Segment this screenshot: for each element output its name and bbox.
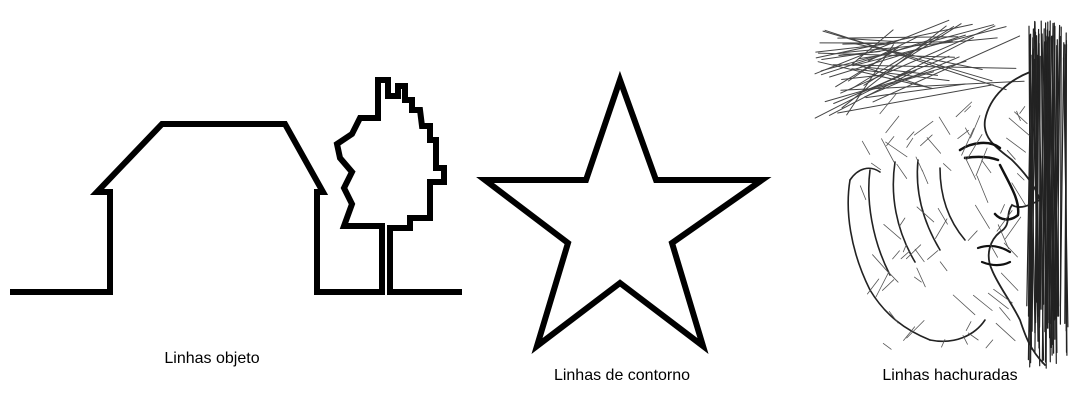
hatch-stroke [860,186,866,200]
hatch-stroke [903,244,906,251]
hatch-stroke [975,205,989,228]
hatch-stroke [922,170,928,184]
hatch-stroke [965,157,976,180]
hatch-stroke [917,268,926,287]
hatch-stroke [982,160,991,173]
hatch-stroke [938,208,947,224]
hair-strokes [815,20,1024,118]
hatch-stroke [943,164,951,171]
hatch-stroke [914,121,933,135]
hatch-stroke [966,322,971,331]
caption-object-lines: Linhas objeto [164,350,259,368]
hatch-stroke [996,323,1015,340]
hatch-stroke [973,295,992,310]
hatch-stroke [976,148,987,176]
caption-hatched-lines: Linhas hachuradas [882,367,1017,385]
hatch-stroke [958,130,969,138]
hatch-stroke [889,312,898,324]
nose [995,165,1018,219]
hatch-stroke [928,251,938,260]
hatch-stroke [921,135,933,146]
caption-contour-lines: Linhas de contorno [554,367,690,385]
hatch-stroke [968,333,978,340]
hatch-stroke [838,37,958,38]
hatch-stroke [968,231,977,241]
shadow-hatching [1027,21,1068,368]
hatch-stroke [886,142,907,157]
hatch-stroke [1001,205,1005,214]
hatch-stroke [1009,118,1029,135]
hatch-stroke [965,106,971,112]
hatch-stroke [977,176,988,202]
hatch-stroke [862,141,870,154]
hatch-stroke [907,138,913,147]
hatch-stroke [897,164,907,178]
hatch-stroke [893,251,900,259]
house-outline [10,80,462,292]
house-and-tree-icon [10,80,462,292]
hatch-stroke [1001,273,1018,290]
hatch-stroke [1020,107,1025,114]
hatch-stroke [940,262,947,271]
hatch-stroke [1000,308,1011,321]
hatch-stroke [900,218,905,226]
hatch-stroke [882,139,895,162]
hatch-stroke [915,249,924,262]
hatch-stroke [1007,138,1026,152]
hatch-stroke [956,102,972,117]
hatched-face-sketch-icon [815,20,1068,368]
hatch-stroke [1015,112,1028,124]
hatch-stroke [883,343,891,349]
hatch-stroke [965,128,969,135]
hatch-stroke [939,117,950,134]
hatch-stroke [1017,174,1024,181]
hatch-stroke [953,295,975,315]
hatch-stroke [880,94,896,114]
hatch-stroke [914,277,921,282]
hatch-stroke [876,272,889,297]
hatch-stroke [886,116,899,133]
hatch-stroke [986,340,993,348]
hatch-stroke [971,116,980,138]
hatch-stroke [935,219,947,239]
mouth [978,246,1010,265]
hatch-stroke [901,251,909,258]
hatch-stroke [884,224,901,239]
star-outline [485,80,762,346]
hatch-stroke [887,137,894,146]
star-icon [485,80,762,346]
hatch-stroke [927,138,941,154]
